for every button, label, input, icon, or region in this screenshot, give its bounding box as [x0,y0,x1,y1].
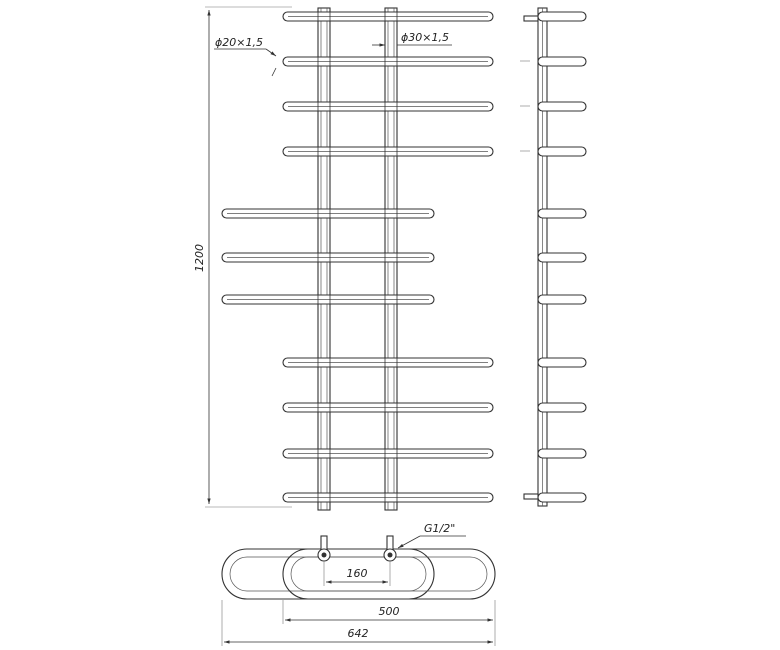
axis-distance-dimension: 160 [323,561,391,586]
front-bar [221,208,435,219]
side-inlet-top [523,15,539,22]
front-bar [282,56,494,67]
bar-diameter-label: ϕ20×1,5 [215,36,263,49]
inner-width-label: 500 [379,605,400,618]
front-bar [282,357,494,368]
side-bars [537,11,587,503]
top-view: G1/2" 160 500 642 [221,522,496,646]
front-bar [282,448,494,459]
connection-callout: G1/2" [397,522,466,549]
connection-right [383,535,397,562]
axis-distance-label: 160 [347,567,368,580]
bar-diameter-callout: ϕ20×1,5 [214,36,277,77]
connection-label: G1/2" [424,522,455,535]
front-view: 1200 ϕ20×1,5 ϕ30×1,5 [193,6,494,511]
front-bar [221,294,435,305]
front-bars [221,11,494,503]
collector-diameter-callout: ϕ30×1,5 [372,31,452,47]
height-dimension: 1200 [193,6,292,508]
overall-width-label: 642 [348,627,369,640]
front-bar [282,402,494,413]
height-dimension-label: 1200 [193,244,206,272]
front-bar [221,252,435,263]
side-view [520,7,587,507]
front-bar [282,492,494,503]
collector-pipe-lines [317,8,398,510]
collector-diameter-label: ϕ30×1,5 [401,31,449,44]
front-bar [282,11,494,22]
overall-width-dimension: 642 [221,600,496,646]
front-bar [282,146,494,157]
side-inlet-bottom [523,493,539,500]
inner-width-dimension: 500 [282,600,496,624]
front-bar [282,101,494,112]
